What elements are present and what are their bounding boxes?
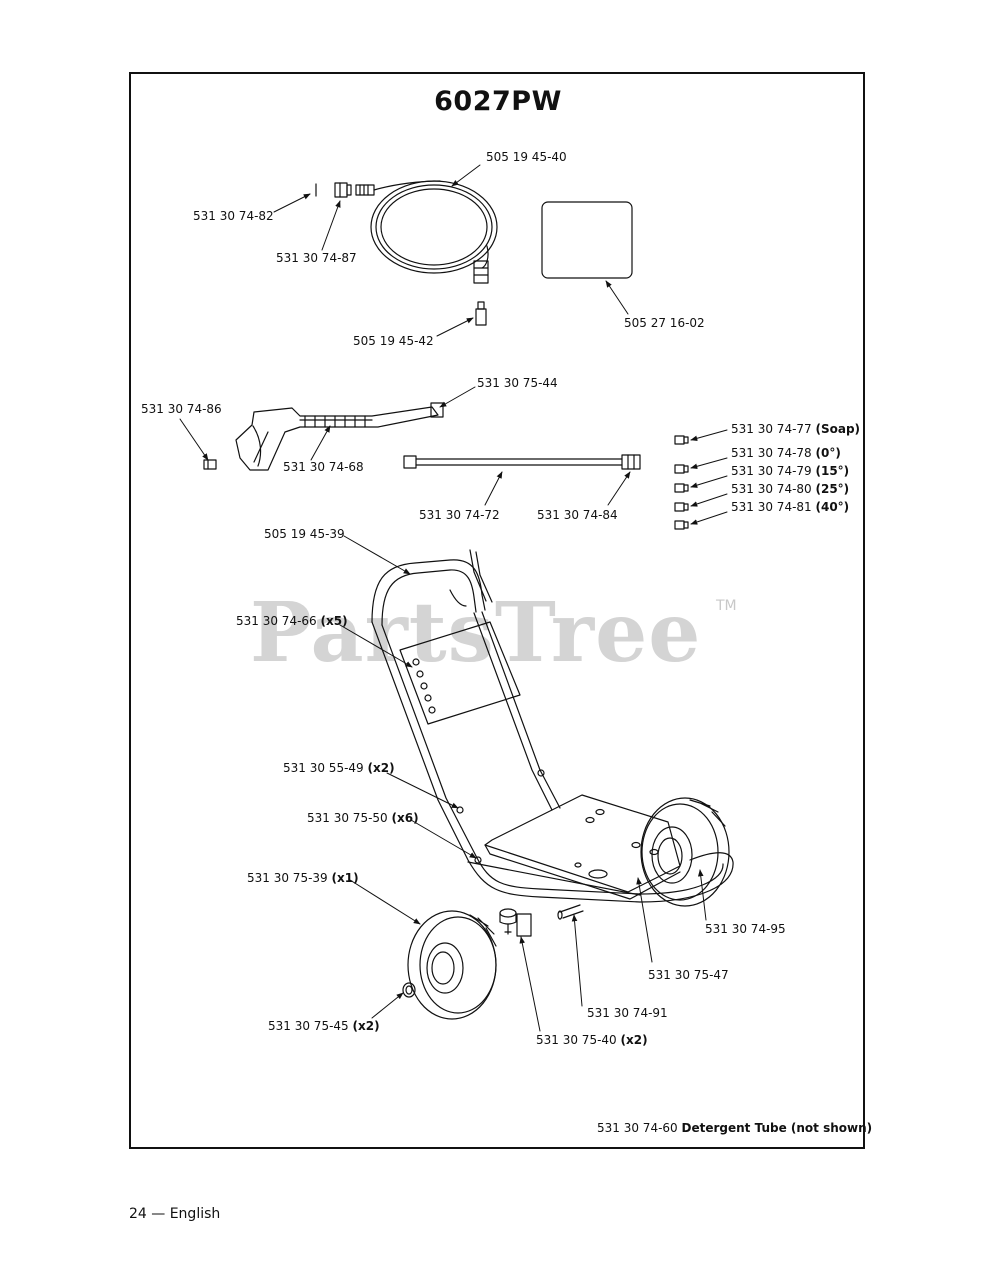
front-wheel-left-part	[408, 911, 496, 1019]
callout-531-30-74-81: 531 30 74-81 (40°)	[731, 500, 850, 514]
decal-plate-part	[400, 622, 520, 724]
callout-531-30-74-80: 531 30 74-80 (25°)	[731, 482, 850, 496]
model-title: 6027PW	[434, 86, 562, 117]
diagram-frame	[129, 72, 865, 1149]
callout-531-30-74-84: 531 30 74-84	[537, 508, 618, 522]
callout-531-30-75-50: 531 30 75-50 (x6)	[307, 811, 419, 825]
callout-531-30-74-91: 531 30 74-91	[587, 1006, 668, 1020]
callout-531-30-74-87: 531 30 74-87	[276, 251, 357, 265]
lance-part	[404, 455, 640, 469]
callout-505-19-45-42: 505 19 45-42	[353, 334, 434, 348]
callout-531-30-74-72: 531 30 74-72	[419, 508, 500, 522]
callout-531-30-74-77: 531 30 74-77 (Soap)	[731, 422, 861, 436]
callout-531-30-74-68: 531 30 74-68	[283, 460, 364, 474]
watermark-trademark: TM	[716, 598, 737, 614]
high-pressure-hose-part	[356, 181, 497, 283]
axle-pin-part	[558, 905, 583, 919]
callout-531-30-75-47: 531 30 75-47	[648, 968, 729, 982]
watermark: PartsTree	[250, 585, 702, 681]
callout-531-30-75-44: 531 30 75-44	[477, 376, 558, 390]
wheel-nut-part	[403, 983, 415, 997]
callout-531-30-74-79: 531 30 74-79 (15°)	[731, 464, 850, 478]
swivel-fitting-part	[476, 302, 486, 325]
callout-531-30-75-45: 531 30 75-45 (x2)	[268, 1019, 380, 1033]
callout-531-30-74-82: 531 30 74-82	[193, 209, 274, 223]
cart-frame-part	[372, 550, 733, 902]
nozzle-set-part	[675, 436, 688, 529]
callout-531-30-75-40: 531 30 75-40 (x2)	[536, 1033, 648, 1047]
gun-inlet-fitting-part	[204, 460, 216, 469]
callout-531-30-75-39: 531 30 75-39 (x1)	[247, 871, 359, 885]
owners-manual-part	[542, 202, 632, 278]
callout-531-30-74-95: 531 30 74-95	[705, 922, 786, 936]
page-footer: 24 — English	[129, 1206, 221, 1222]
callout-531-30-74-86: 531 30 74-86	[141, 402, 222, 416]
foot-part	[500, 909, 531, 936]
callout-505-19-45-40: 505 19 45-40	[486, 150, 567, 164]
callout-531-30-74-66: 531 30 74-66 (x5)	[236, 614, 348, 628]
callout-531-30-55-49: 531 30 55-49 (x2)	[283, 761, 395, 775]
callout-505-27-16-02: 505 27 16-02	[624, 316, 705, 330]
callout-505-19-45-39: 505 19 45-39	[264, 527, 345, 541]
callout-531-30-74-60: 531 30 74-60 Detergent Tube (not shown)	[597, 1121, 873, 1135]
callout-531-30-74-78: 531 30 74-78 (0°)	[731, 446, 841, 460]
frame-bolts-part	[457, 770, 544, 863]
quick-coupler-part	[335, 183, 351, 197]
spray-gun-part	[236, 403, 443, 470]
rear-wheel-right-part	[641, 798, 729, 906]
leader-lines	[180, 165, 727, 1031]
